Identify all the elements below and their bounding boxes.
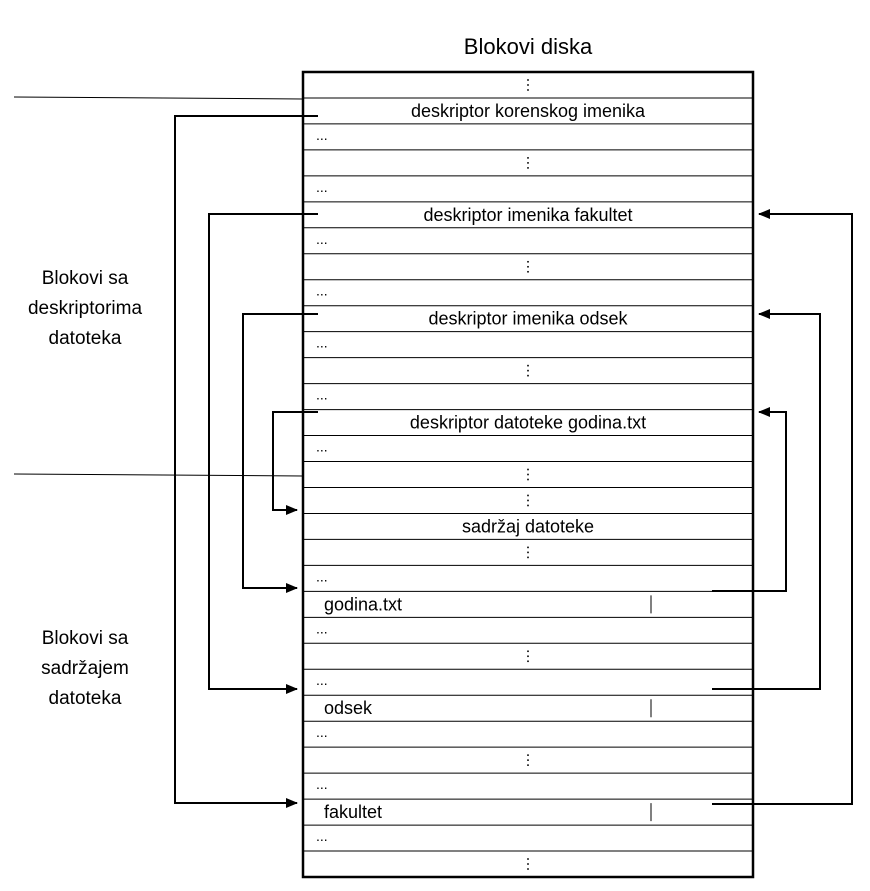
arrow-fakultet-to-odsek-entry [208, 213, 318, 694]
content-blocks-label: Blokovi sa sadržajem datoteka [41, 628, 129, 709]
vertical-ellipsis [527, 546, 529, 559]
descriptor-blocks-label: Blokovi sa deskriptorima datoteka [28, 268, 142, 349]
block-row-15 [303, 461, 753, 481]
directory-entry-name: fakultet [324, 802, 382, 822]
block-row-16 [303, 486, 753, 507]
vertical-ellipsis [527, 754, 529, 766]
arrow-godina-to-file-content [272, 411, 318, 515]
vertical-ellipsis [527, 494, 529, 507]
block-row-26 [303, 746, 753, 766]
block-row-12: ... [303, 383, 753, 403]
vertical-ellipsis [527, 858, 529, 870]
horizontal-ellipsis: ... [316, 568, 328, 584]
block-row-2: ... [303, 123, 753, 143]
block-label: deskriptor korenskog imenika [411, 101, 646, 121]
horizontal-ellipsis: ... [316, 672, 328, 688]
vertical-ellipsis [527, 79, 529, 91]
diagram-title: Blokovi diska [464, 34, 593, 59]
block-row-30 [303, 850, 753, 870]
arrow-odsek-to-godina-entry [242, 313, 318, 593]
block-row-14: ... [303, 435, 753, 455]
svg-text:sadržajem: sadržajem [41, 658, 129, 679]
block-row-23: ... [303, 668, 753, 688]
horizontal-ellipsis: ... [316, 335, 328, 351]
horizontal-ellipsis: ... [316, 179, 328, 195]
block-row-17: sadržaj datoteke [303, 512, 753, 536]
block-row-8: ... [303, 279, 753, 299]
svg-text:datoteka: datoteka [49, 328, 122, 349]
content-section-separator [13, 473, 304, 477]
vertical-ellipsis [527, 650, 529, 663]
svg-text:deskriptorima: deskriptorima [28, 298, 142, 319]
block-row-1: deskriptor korenskog imenika [303, 97, 753, 121]
block-row-20: godina.txt [303, 590, 753, 614]
block-row-13: deskriptor datoteke godina.txt [303, 409, 753, 433]
block-row-7 [303, 253, 753, 273]
horizontal-ellipsis: ... [316, 724, 328, 740]
block-row-3 [303, 149, 753, 169]
vertical-ellipsis [527, 157, 529, 169]
arrow-godina-entry-to-descriptor [712, 407, 787, 592]
directory-entry-name: odsek [324, 698, 373, 718]
horizontal-ellipsis: ... [316, 387, 328, 403]
arrow-fakultet-entry-to-descriptor [712, 209, 853, 805]
svg-text:datoteka: datoteka [49, 688, 122, 709]
vertical-ellipsis [527, 260, 529, 273]
horizontal-ellipsis: ... [316, 620, 328, 636]
block-row-5: deskriptor imenika fakultet [303, 201, 753, 225]
arrow-root-to-fakultet-entry [174, 115, 318, 808]
block-label: deskriptor imenika odsek [428, 309, 628, 329]
svg-text:Blokovi sa: Blokovi sa [42, 268, 129, 289]
arrow-odsek-entry-to-descriptor [712, 309, 821, 690]
block-row-6: ... [303, 227, 753, 247]
horizontal-ellipsis: ... [316, 776, 328, 792]
vertical-ellipsis [527, 468, 529, 481]
block-row-29: ... [303, 824, 753, 844]
block-row-27: ... [303, 772, 753, 792]
horizontal-ellipsis: ... [316, 283, 328, 299]
block-row-18 [303, 538, 753, 559]
block-row-24: odsek [303, 694, 753, 718]
horizontal-ellipsis: ... [316, 231, 328, 247]
horizontal-ellipsis: ... [316, 127, 328, 143]
block-row-25: ... [303, 720, 753, 740]
directory-entry-name: godina.txt [324, 594, 402, 614]
block-row-28: fakultet [303, 798, 753, 822]
block-row-22 [303, 642, 753, 663]
block-row-0 [527, 79, 529, 91]
block-row-10: ... [303, 331, 753, 351]
svg-text:Blokovi sa: Blokovi sa [42, 628, 129, 649]
block-row-11 [303, 357, 753, 377]
block-label: deskriptor imenika fakultet [423, 205, 632, 225]
block-row-21: ... [303, 616, 753, 636]
block-row-4: ... [303, 175, 753, 195]
block-label: deskriptor datoteke godina.txt [410, 413, 646, 433]
vertical-ellipsis [527, 364, 529, 377]
horizontal-ellipsis: ... [316, 439, 328, 455]
horizontal-ellipsis: ... [316, 828, 328, 844]
block-row-19: ... [303, 564, 753, 584]
descriptor-section-separator [13, 96, 304, 100]
block-label: sadržaj datoteke [462, 516, 594, 536]
block-row-9: deskriptor imenika odsek [303, 305, 753, 329]
disk-blocks-border [301, 70, 755, 879]
block-rows: deskriptor korenskog imenika...... deskri… [303, 79, 753, 870]
